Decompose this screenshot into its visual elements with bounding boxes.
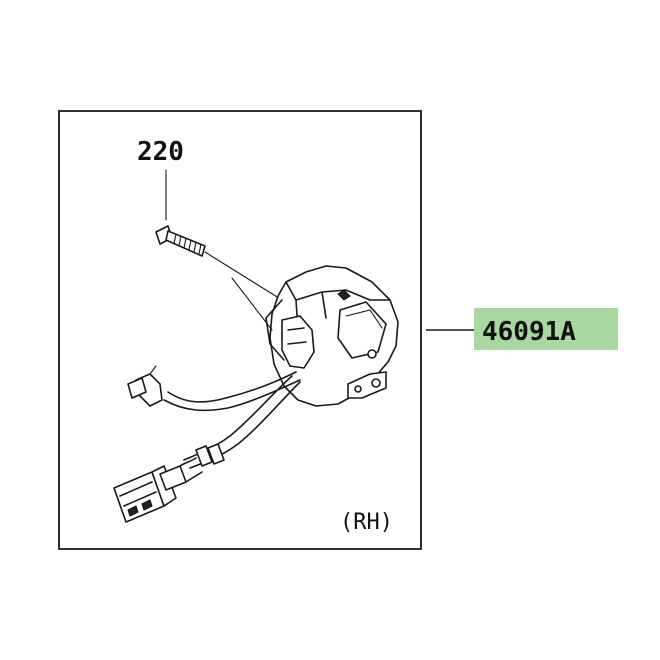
branch-connector bbox=[127, 365, 163, 407]
mount-screw-icon bbox=[371, 378, 381, 388]
switch-symbol-icon bbox=[337, 289, 351, 301]
main-connector bbox=[113, 457, 203, 523]
clip-guide-line bbox=[231, 277, 273, 331]
clip-arm bbox=[265, 299, 285, 361]
side-note: (RH) bbox=[340, 510, 393, 535]
handlebar-switch-housing bbox=[269, 265, 399, 407]
assembly-part-number: 46091A bbox=[482, 317, 576, 347]
bolt-icon bbox=[155, 225, 206, 257]
diagram-frame bbox=[58, 110, 422, 550]
assembly-highlight-box bbox=[474, 308, 618, 350]
switch-screw-icon bbox=[367, 349, 377, 359]
bolt-part-number: 220 bbox=[137, 137, 184, 167]
bolt-hole-guide-line bbox=[204, 251, 283, 301]
wire-harness bbox=[163, 371, 301, 469]
